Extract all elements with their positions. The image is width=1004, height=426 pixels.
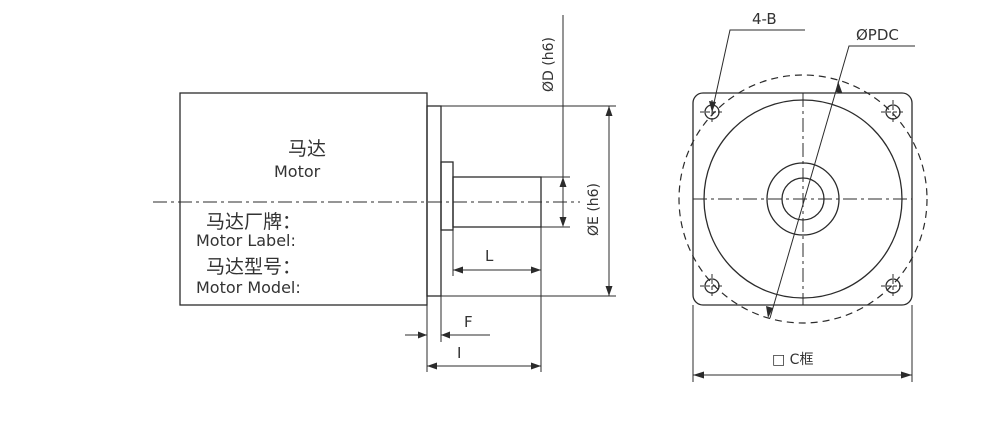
front-view: 4-B ØPDC □ C框 — [678, 10, 928, 382]
flange-plate — [426, 105, 442, 297]
pdc-circle — [678, 74, 928, 324]
motor-model-label-cn: 马达型号： — [206, 256, 301, 278]
dim-4b-arrow — [709, 101, 716, 112]
mounting-hole-bl — [700, 274, 724, 298]
dim-f-arrow-right — [441, 331, 450, 339]
dim-pdc-arrow-bottom — [766, 306, 773, 318]
dim-f-label: F — [464, 313, 473, 331]
dim-pdc-leader — [769, 45, 915, 319]
dim-d-arrow-top — [559, 177, 567, 187]
dim-i-arrow-left — [427, 362, 437, 370]
dim-i-label: I — [457, 344, 461, 362]
dim-c-label: □ C框 — [772, 352, 813, 368]
dim-pdc-arrow-top — [836, 81, 843, 94]
spigot-pilot — [440, 161, 454, 231]
dim-i-arrow-right — [531, 362, 541, 370]
dim-l-label: L — [485, 247, 494, 265]
dim-l-arrow-right — [531, 266, 541, 274]
dim-pdc-label: ØPDC — [856, 26, 899, 44]
dim-d-arrow-bottom — [559, 217, 567, 227]
motor-brand-label-en: Motor Label: — [196, 231, 296, 250]
dim-e-label: ØE (h6) — [586, 183, 602, 236]
dim-l-arrow-left — [453, 266, 463, 274]
mounting-hole-br — [881, 274, 905, 298]
dim-c-arrow-right — [901, 371, 912, 379]
dim-4b-label: 4-B — [752, 10, 777, 28]
motor-label-cn: 马达 — [288, 138, 326, 160]
dim-4b-leader — [711, 29, 805, 113]
motor-label-en: Motor — [274, 162, 321, 181]
dim-f-arrow-left — [418, 331, 427, 339]
motor-model-label-en: Motor Model: — [196, 278, 301, 297]
dim-c-arrow-left — [693, 371, 704, 379]
dim-d-label: ØD (h6) — [541, 37, 557, 92]
dim-e-arrow-bottom — [605, 286, 613, 296]
side-view: ØD (h6) ØE (h6) L F I 马达 Motor 马达厂牌： Mot… — [153, 15, 616, 372]
motor-brand-label-cn: 马达厂牌： — [206, 211, 301, 233]
dim-e-arrow-top — [605, 106, 613, 116]
mounting-hole-tr — [881, 100, 905, 124]
